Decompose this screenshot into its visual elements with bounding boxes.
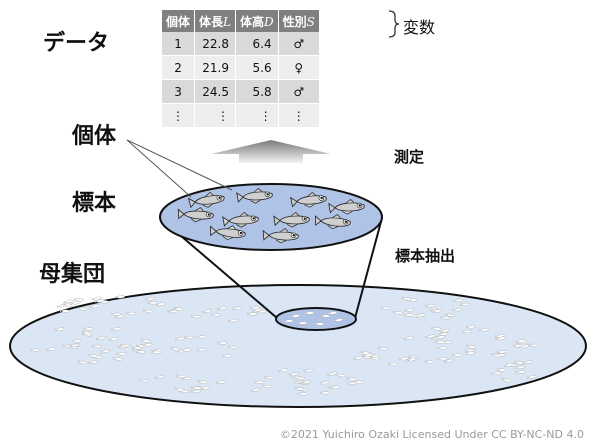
table-row: 3 24.5 5.8 ♂ [162,79,320,104]
label-individual: 個体 [72,124,117,149]
table-header: 体高D [235,10,279,32]
table-row: 1 22.8 6.4 ♂ [162,32,320,56]
table-header: 体長L [194,10,236,32]
sampled-region-ellipse [275,307,357,331]
label-sampling: 標本抽出 [395,247,456,265]
table-row: 2 21.9 5.6 ♀ [162,55,320,80]
individual-pointer-line-2 [126,139,233,191]
population-ellipse [9,284,587,408]
table-header-row: 個体 体長L 体高D 性別S [162,10,320,32]
label-data: データ [43,31,110,56]
table-cell: ⋮ [235,103,279,128]
table-cell: ♀ [278,55,320,80]
label-variables: 変数 [403,18,436,37]
table-cell: ♂ [278,79,320,104]
table-cell: ⋮ [194,103,236,128]
table-cell: 5.8 [235,79,279,104]
table-cell: 21.9 [194,55,236,80]
table-cell: ⋮ [162,103,196,128]
table-row: ⋮ ⋮ ⋮ ⋮ [162,103,320,128]
individual-pointer-line-1 [126,139,192,198]
table-cell: 1 [162,32,196,56]
measure-arrow [211,140,331,163]
data-table: 個体 体長L 体高D 性別S 1 22.8 6.4 ♂ 2 21.9 5.6 ♀… [162,10,320,128]
copyright-notice: ©2021 Yuichiro Ozaki Licensed Under CC B… [279,428,584,441]
label-population: 母集団 [39,262,106,287]
label-sample: 標本 [72,191,117,216]
table-cell: 6.4 [235,32,279,56]
table-cell: 3 [162,79,196,104]
table-cell: 2 [162,55,196,80]
table-cell: 22.8 [194,32,236,56]
table-cell: ⋮ [278,103,320,128]
tiny-fish-icon [63,299,74,304]
table-cell: 5.6 [235,55,279,80]
table-cell: 24.5 [194,79,236,104]
sampling-line-right [354,217,383,319]
table-header: 性別S [278,10,320,32]
variables-bracket [388,10,400,38]
table-header: 個体 [162,10,196,32]
label-measure: 測定 [394,148,425,166]
table-cell: ♂ [278,32,320,56]
tiny-fish-icon [73,297,84,302]
